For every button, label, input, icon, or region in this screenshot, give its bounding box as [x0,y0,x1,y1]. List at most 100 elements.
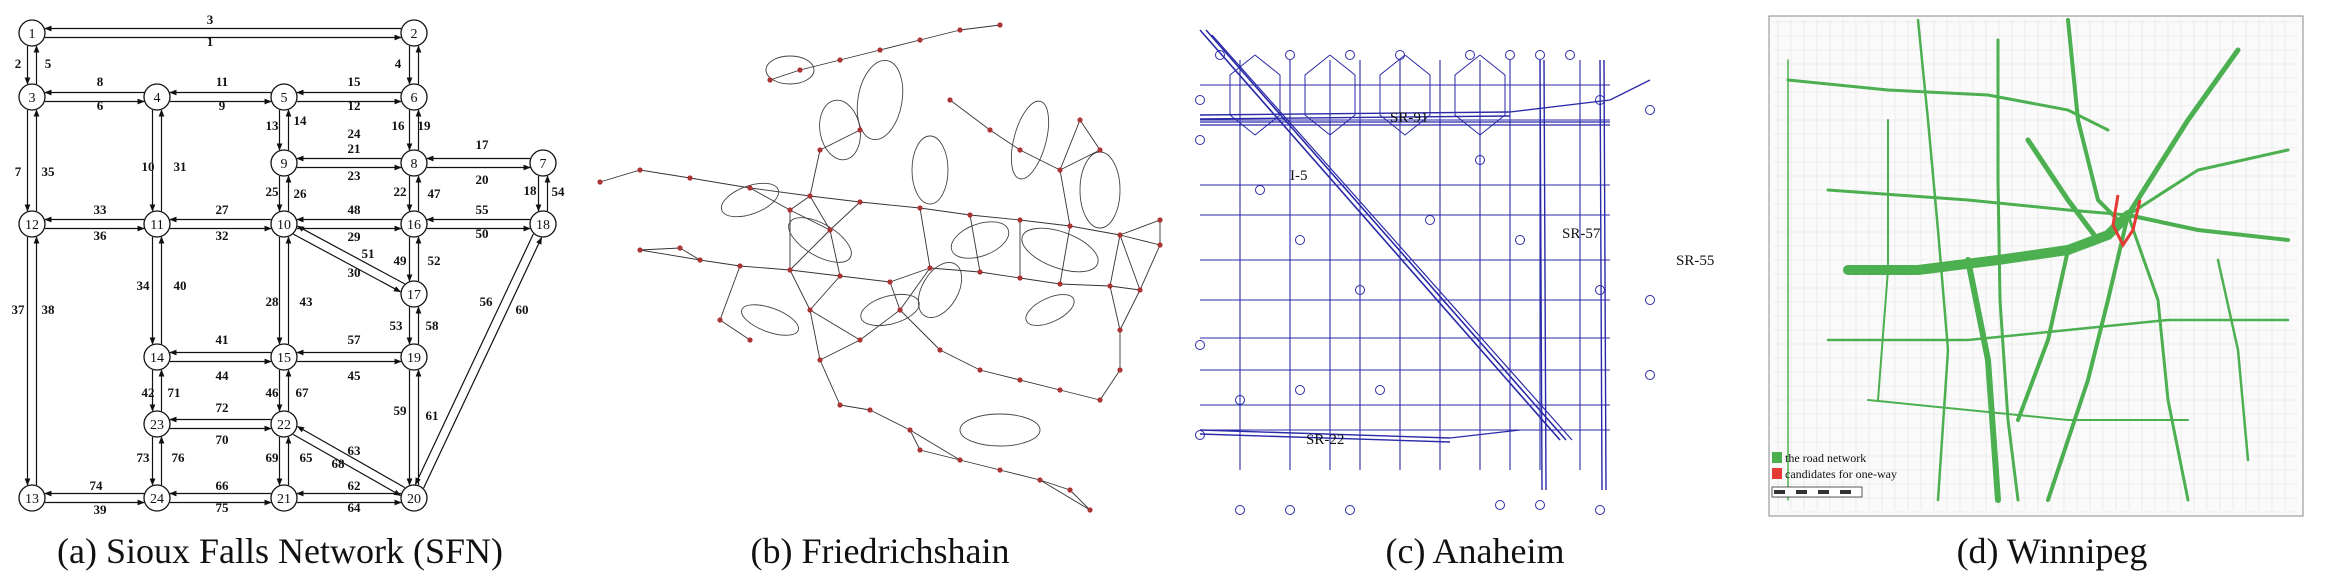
scale-bar-segment [1840,490,1851,494]
sfn-node-label: 16 [407,218,421,233]
sfn-link-label: 67 [296,385,310,400]
sfn-node-label: 7 [540,157,547,172]
sfn-link-label: 51 [362,246,375,261]
sfn-node-label: 15 [277,351,291,366]
friedrichshain-node [1057,281,1063,287]
sfn-link-label: 32 [216,228,229,243]
friedrichshain-loop [1021,227,1099,273]
friedrichshain-link [939,349,981,371]
sfn-node-label: 18 [536,218,550,233]
sfn-node [400,484,428,512]
friedrichshain-link [689,177,751,189]
anaheim-node [1475,155,1485,165]
anaheim-node [1505,50,1515,60]
friedrichshain-link [789,269,841,277]
sfn-node-label: 11 [150,218,163,233]
anaheim-loop [1454,54,1506,136]
sfn-node [270,210,298,238]
friedrichshain-node [927,265,933,271]
sfn-link-label: 12 [348,98,361,113]
sfn-node [270,410,298,438]
anaheim-loop [1229,54,1281,136]
sfn-link-label: 28 [266,294,280,309]
scale-bar-segment [1796,490,1807,494]
sfn-link-label: 40 [174,278,187,293]
sfn-node-label: 4 [154,91,161,106]
sfn-node-label: 23 [150,418,164,433]
friedrichshain-link [909,429,921,451]
anaheim-highway-label: SR-22 [1306,432,1344,448]
friedrichshain-link [1039,479,1091,511]
caption-sioux-falls: (a) Sioux Falls Network (SFN) [57,531,503,571]
sfn-link-label: 45 [348,368,362,383]
friedrichshain-link [929,267,981,273]
anaheim-road [1199,29,1561,441]
friedrichshain-loop [911,135,949,205]
friedrichshain-node [817,357,823,363]
friedrichshain-node [1157,242,1163,248]
sfn-link-label: 66 [216,478,230,493]
sfn-link [293,233,402,293]
sfn-node [143,210,171,238]
friedrichshain-loop [1025,294,1075,326]
sfn-link-label: 24 [348,126,362,141]
friedrichshain-link [1139,244,1161,291]
friedrichshain-graph [597,22,1163,513]
sfn-link-label: 50 [476,226,489,241]
sfn-link-label: 11 [216,74,228,89]
friedrichshain-node [1017,217,1023,223]
friedrichshain-node [637,247,643,253]
anaheim-node [1195,95,1205,105]
friedrichshain-link [919,29,961,41]
friedrichshain-link [979,271,1021,279]
sfn-node-label: 20 [407,492,421,507]
sfn-link-label: 10 [142,159,155,174]
caption-winnipeg: (d) Winnipeg [1956,531,2148,571]
legend-label: candidates for one-way [1785,467,1897,481]
sfn-link-label: 29 [348,229,362,244]
sfn-link-label: 41 [216,332,229,347]
sfn-link-label: 22 [394,184,407,199]
sfn-node-label: 22 [277,418,291,433]
friedrichshain-link [1059,119,1081,171]
friedrichshain-node [837,402,843,408]
friedrichshain-node [837,57,843,63]
sfn-node [400,343,428,371]
sfn-link-label: 46 [266,385,280,400]
sfn-link-label: 56 [480,294,494,309]
anaheim-node [1235,505,1245,515]
sfn-link-label: 3 [207,12,214,27]
sfn-node-label: 14 [150,351,164,366]
sfn-link-label: 65 [300,450,314,465]
sfn-link-label: 35 [42,164,56,179]
sfn-link-label: 71 [168,385,181,400]
friedrichshain-node [797,67,803,73]
sfn-link-label: 60 [516,302,529,317]
caption-friedrichshain: (b) Friedrichshain [750,531,1010,571]
friedrichshain-link [919,207,971,216]
friedrichshain-node [817,147,823,153]
friedrichshain-loop [765,55,815,85]
sfn-link-label: 49 [394,253,408,268]
friedrichshain-node [887,279,893,285]
friedrichshain-link [789,229,831,271]
friedrichshain-link [699,259,741,267]
sfn-node-label: 17 [407,288,421,303]
sfn-link-label: 47 [428,186,442,201]
friedrichshain-link [829,201,861,231]
friedrichshain-node [1017,377,1023,383]
sfn-link-label: 48 [348,202,362,217]
friedrichshain-node [937,347,943,353]
anaheim-node [1645,370,1655,380]
friedrichshain-node [717,317,723,323]
legend-label: the road network [1785,451,1866,465]
anaheim-node [1595,95,1605,105]
sfn-node [400,149,428,177]
friedrichshain-node [997,22,1003,28]
friedrichshain-link [889,281,901,311]
sfn-link-label: 54 [552,184,566,199]
friedrichshain-link [839,49,881,61]
friedrichshain-node [597,179,603,185]
